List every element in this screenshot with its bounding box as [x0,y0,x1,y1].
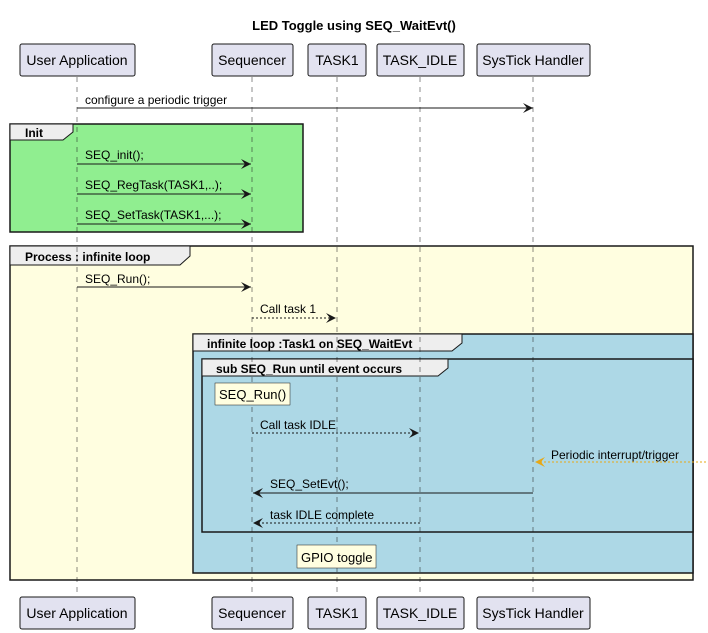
message-label: SEQ_SetTask(TASK1,...); [85,208,222,222]
message-label: task IDLE complete [270,508,374,522]
message-label: configure a periodic trigger [85,93,227,107]
note-seq-run: SEQ_Run() [214,382,291,406]
frame-sub-seq-run-label: sub SEQ_Run until event occurs [216,362,402,376]
participant-sequencer-bottom: Sequencer [211,596,294,630]
message-label: SEQ_Run(); [85,272,150,286]
note-label: GPIO toggle [301,550,373,565]
frame-init: Init [9,123,304,233]
participant-task1-bottom: TASK1 [307,596,367,630]
participant-label: TASK_IDLE [383,52,457,68]
participant-task-idle-bottom: TASK_IDLE [376,596,465,630]
participant-label: SysTick Handler [482,52,584,68]
note-label: SEQ_Run() [219,387,286,402]
participant-label: TASK_IDLE [383,605,457,621]
participant-task-idle-top: TASK_IDLE [376,43,465,77]
participant-sequencer-top: Sequencer [211,43,294,77]
message-label: SEQ_RegTask(TASK1,..); [85,178,222,192]
message-label: SEQ_init(); [85,148,144,162]
message-call-task1: Call task 1 [252,302,336,323]
participant-label: TASK1 [315,605,359,621]
participant-systick-handler-bottom: SysTick Handler [476,596,591,630]
message-seq-init: SEQ_init(); [77,148,251,169]
message-label: Call task IDLE [260,418,336,432]
participant-user-application-bottom: User Application [19,596,136,630]
participant-label: SysTick Handler [482,605,584,621]
participant-label: User Application [26,605,127,621]
message-periodic-interrupt: Periodic interrupt/trigger [535,448,706,467]
message-task-idle-complete: task IDLE complete [253,508,420,528]
lifelines [76,77,534,597]
participant-user-application-top: User Application [19,43,136,77]
participant-label: Sequencer [218,52,286,68]
message-seq-setevt: SEQ_SetEvt(); [253,477,533,498]
message-label: Periodic interrupt/trigger [551,448,679,462]
participant-label: TASK1 [315,52,359,68]
message-seq-regtask: SEQ_RegTask(TASK1,..); [77,178,251,199]
message-configure-periodic-trigger: configure a periodic trigger [77,93,533,113]
frame-process-label: Process : infinite loop [25,250,150,264]
participant-task1-top: TASK1 [307,43,367,77]
frame-init-label: Init [25,126,43,140]
message-seq-settask: SEQ_SetTask(TASK1,...); [77,208,251,229]
participant-systick-handler-top: SysTick Handler [476,43,591,77]
message-label: SEQ_SetEvt(); [270,477,349,491]
message-label: Call task 1 [260,302,316,316]
participant-label: User Application [26,52,127,68]
message-call-task-idle: Call task IDLE [252,418,419,438]
diagram-title: LED Toggle using SEQ_WaitEvt() [252,18,456,33]
message-seq-run: SEQ_Run(); [77,272,251,292]
participant-label: Sequencer [218,605,286,621]
note-gpio-toggle: GPIO toggle [296,544,377,569]
frame-task1-loop-label: infinite loop :Task1 on SEQ_WaitEvt [207,337,412,351]
